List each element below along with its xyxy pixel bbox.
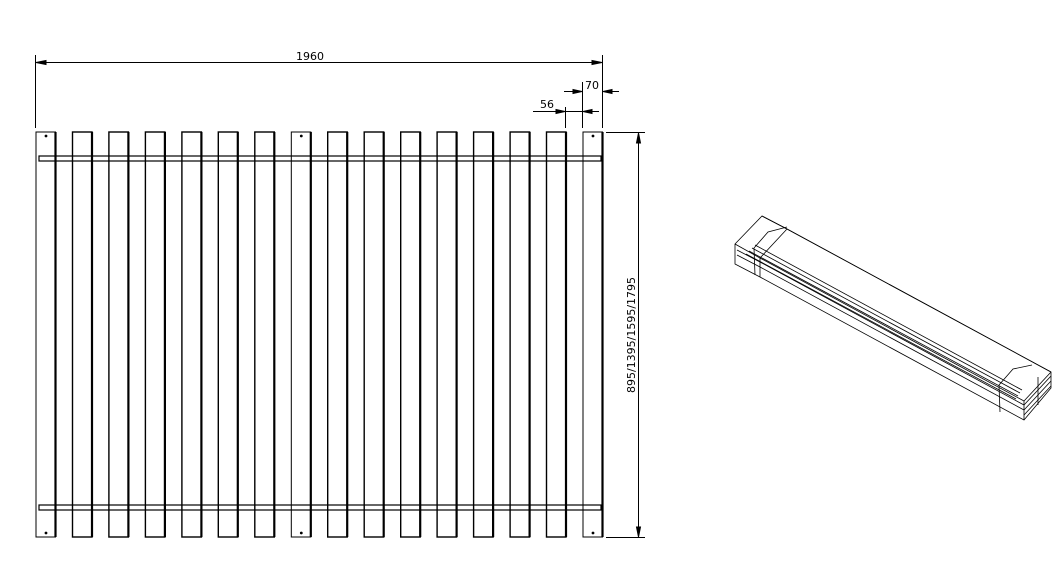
fence-slat — [582, 131, 603, 538]
fence-slat — [363, 131, 385, 538]
fence-slat — [108, 131, 130, 538]
fence-slat — [472, 131, 494, 538]
fence-slat — [436, 131, 458, 538]
gap-dimension — [533, 107, 599, 128]
fence-slat — [71, 131, 93, 538]
slat-bundle-isometric — [734, 215, 1052, 421]
screw-hole — [591, 531, 595, 535]
gap-label: 56 — [540, 98, 554, 111]
fence-slat — [400, 131, 421, 538]
fence-slat — [327, 131, 348, 538]
fence-slat — [217, 131, 239, 538]
fence-slat — [181, 131, 203, 538]
width-dimension — [35, 55, 603, 128]
fence-slat — [290, 131, 312, 538]
slat-width-label: 70 — [585, 79, 599, 92]
screw-hole — [299, 134, 303, 138]
bottom-rail — [38, 504, 602, 511]
screw-hole — [591, 134, 595, 138]
slat-width-dimension — [564, 82, 619, 128]
screw-hole — [44, 531, 48, 535]
width-label: 1960 — [296, 50, 324, 63]
fence-slat — [35, 131, 56, 538]
height-dimension — [606, 132, 645, 538]
height-label: 895/1395/1595/1795 — [625, 277, 638, 393]
fence-slat — [144, 131, 166, 538]
fence-slat — [509, 131, 531, 538]
screw-hole — [44, 134, 48, 138]
fence-slat — [545, 131, 567, 538]
fence-slat — [254, 131, 276, 538]
fence-slats — [35, 131, 604, 538]
top-rail — [38, 155, 602, 162]
screw-hole — [299, 531, 303, 535]
